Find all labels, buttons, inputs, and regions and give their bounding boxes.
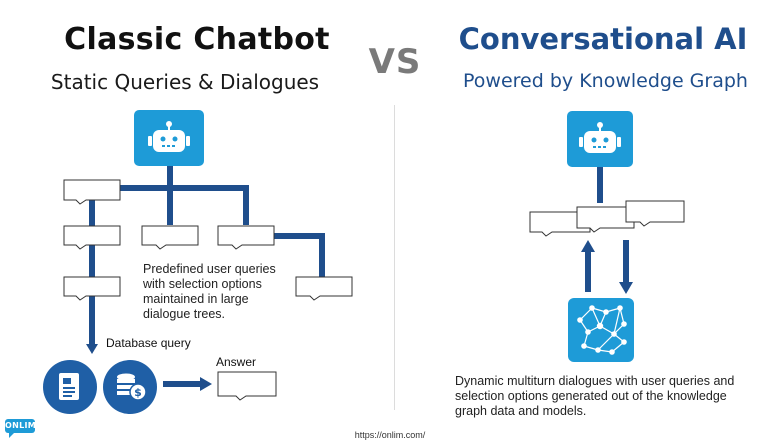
speech-box xyxy=(141,225,199,250)
up-arrow xyxy=(581,240,595,292)
vs-label: VS xyxy=(368,42,422,82)
left-down-arrowhead xyxy=(86,344,98,354)
left-description: Predefined user queries with selection o… xyxy=(143,262,276,321)
center-divider xyxy=(394,105,395,410)
left-subtitle: Static Queries & Dialogues xyxy=(50,70,320,94)
onlim-logo: ONLIM xyxy=(5,419,36,438)
database-query-label: Database query xyxy=(106,336,191,350)
answer-box xyxy=(217,371,277,401)
left-title: Classic Chatbot xyxy=(64,22,330,57)
speech-box xyxy=(63,179,121,205)
left-speech-boxes xyxy=(63,179,353,401)
speech-box xyxy=(295,276,353,301)
speech-box xyxy=(217,225,275,250)
right-speech-boxes xyxy=(529,200,685,237)
speech-box xyxy=(63,225,121,250)
answer-label: Answer xyxy=(216,355,257,369)
right-subtitle: Powered by Knowledge Graph xyxy=(463,70,748,92)
left-bot-icon xyxy=(134,110,204,166)
right-title: Conversational AI xyxy=(458,22,748,56)
down-arrow xyxy=(619,240,633,294)
speech-box xyxy=(63,276,121,301)
footer-url-link[interactable]: https://onlim.com/ xyxy=(354,430,426,440)
answer-arrow xyxy=(163,377,212,391)
svg-text:$: $ xyxy=(134,386,142,399)
left-tree-lines xyxy=(89,162,325,348)
right-description: Dynamic multiturn dialogues with user qu… xyxy=(455,374,735,418)
coins-dollar-icon: $ xyxy=(103,360,157,414)
speech-box xyxy=(576,206,635,233)
document-icon xyxy=(43,360,97,414)
right-bot-icon xyxy=(567,111,633,167)
knowledge-graph-icon xyxy=(568,298,634,362)
speech-box xyxy=(625,200,685,227)
